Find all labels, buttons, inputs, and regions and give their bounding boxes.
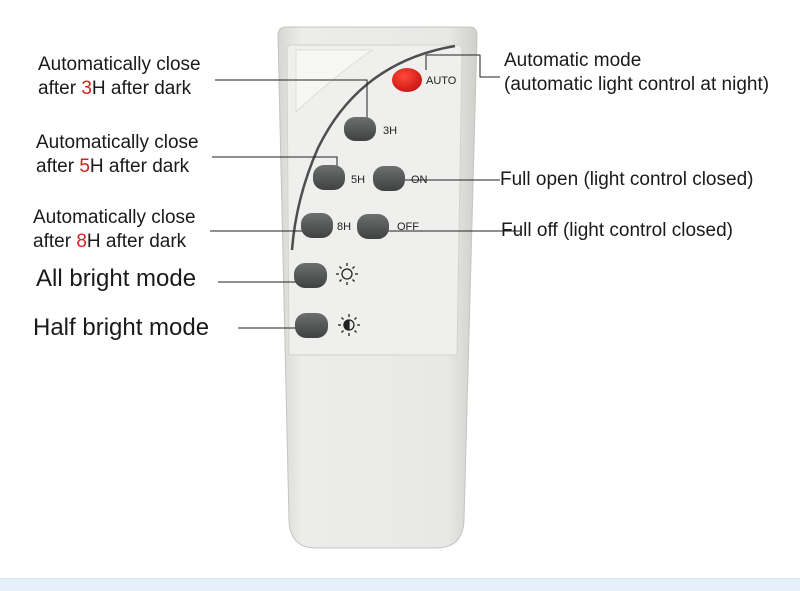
5h-button[interactable] (313, 165, 345, 190)
label-all-bright: All bright mode (36, 265, 197, 292)
5h-button-label: 5H (351, 174, 365, 186)
3h-button-label: 3H (383, 125, 397, 137)
label-half-bright: Half bright mode (33, 314, 210, 341)
bottom-strip (0, 578, 800, 591)
8h-button[interactable] (301, 213, 333, 238)
label-full-open: Full open (light control closed) (500, 169, 754, 190)
auto-button[interactable] (392, 68, 422, 92)
label-close-8h: Automatically close after 8H after dark (33, 207, 196, 252)
3h-button[interactable] (344, 117, 376, 141)
auto-button-label: AUTO (426, 75, 457, 87)
leader-3h (215, 79, 368, 122)
8h-button-label: 8H (337, 221, 351, 233)
label-close-5h: Automatically close after 5H after dark (36, 132, 199, 177)
button-panel (286, 44, 463, 356)
off-button[interactable] (357, 214, 389, 239)
label-auto-mode: Automatic mode (automatic light control … (504, 50, 770, 95)
label-close-3h: Automatically close after 3H after dark (38, 54, 201, 99)
leader-lines (210, 54, 520, 329)
all-bright-button[interactable] (294, 263, 327, 288)
leader-auto (425, 54, 500, 78)
on-button-label: ON (411, 174, 428, 186)
on-button[interactable] (373, 166, 405, 191)
sun-icon (336, 263, 358, 285)
off-button-label: OFF (397, 221, 419, 233)
half-sun-icon (338, 314, 360, 336)
half-bright-button[interactable] (295, 313, 328, 338)
label-full-off: Full off (light control closed) (501, 220, 733, 241)
panel-arc (290, 44, 456, 251)
